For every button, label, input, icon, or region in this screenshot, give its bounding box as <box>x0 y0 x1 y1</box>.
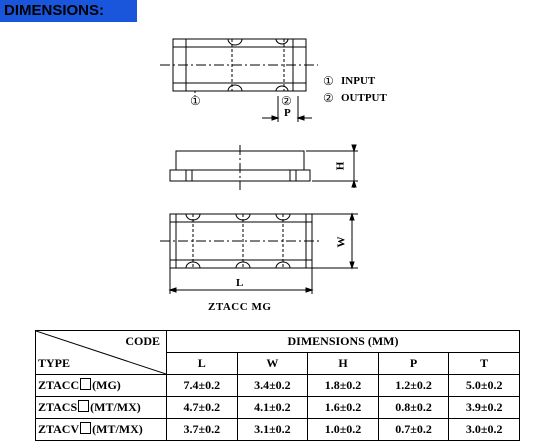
value-cell: 5.0±0.2 <box>448 374 520 397</box>
value-cell: 7.4±0.2 <box>166 374 238 397</box>
table-row: ZTACV(MT/MX) 3.7±0.2 3.1±0.2 1.0±0.2 0.7… <box>35 418 520 441</box>
top-view-drawing <box>160 38 318 122</box>
column-header-t: T <box>448 352 520 375</box>
column-header-h: H <box>307 352 379 375</box>
value-cell: 1.6±0.2 <box>307 396 379 419</box>
bottom-view-drawing <box>160 212 358 294</box>
output-legend-label: OUTPUT <box>341 92 387 104</box>
table-row: ZTACC(MG) 7.4±0.2 3.4±0.2 1.8±0.2 1.2±0.… <box>35 374 520 397</box>
code-placeholder-box <box>80 378 92 390</box>
column-header-l: L <box>166 352 238 375</box>
value-cell: 1.0±0.2 <box>307 418 379 441</box>
output-marker: ② <box>323 91 334 105</box>
value-cell: 3.7±0.2 <box>166 418 238 441</box>
dimensions-table: CODE TYPE DIMENSIONS (MM) L W H P T ZTAC… <box>35 330 520 441</box>
section-header: DIMENSIONS: <box>0 0 137 22</box>
value-cell: 1.2±0.2 <box>377 374 450 397</box>
column-header-w: W <box>236 352 309 375</box>
code-placeholder-box <box>80 422 92 434</box>
value-cell: 3.9±0.2 <box>448 396 520 419</box>
dimensions-header: DIMENSIONS (MM) <box>166 330 520 353</box>
type-cell: ZTACV(MT/MX) <box>35 418 167 441</box>
side-view-drawing <box>169 144 358 190</box>
input-marker: ① <box>323 74 334 88</box>
column-header-p: P <box>377 352 450 375</box>
value-cell: 4.7±0.2 <box>166 396 238 419</box>
diagonal-divider <box>36 331 166 374</box>
code-placeholder-box <box>78 400 90 412</box>
value-cell: 0.8±0.2 <box>377 396 450 419</box>
pin2-marker: ② <box>281 94 292 108</box>
value-cell: 1.8±0.2 <box>307 374 379 397</box>
dimension-drawings <box>160 38 358 294</box>
value-cell: 3.4±0.2 <box>236 374 309 397</box>
type-cell: ZTACS(MT/MX) <box>35 396 167 419</box>
dimension-w-label: W <box>335 236 348 248</box>
table-row: ZTACS(MT/MX) 4.7±0.2 4.1±0.2 1.6±0.2 0.8… <box>35 396 520 419</box>
dimension-l-label: L <box>236 277 244 289</box>
input-legend-label: INPUT <box>341 75 376 87</box>
type-label: TYPE <box>38 356 71 370</box>
drawing-caption: ZTACC MG <box>208 301 272 313</box>
code-label: CODE <box>125 334 160 348</box>
value-cell: 3.1±0.2 <box>236 418 309 441</box>
type-cell: ZTACC(MG) <box>35 374 167 397</box>
value-cell: 3.0±0.2 <box>448 418 520 441</box>
dimension-p-label: P <box>284 107 291 119</box>
pin1-marker: ① <box>190 94 201 108</box>
code-type-header: CODE TYPE <box>35 330 167 375</box>
value-cell: 0.7±0.2 <box>377 418 450 441</box>
value-cell: 4.1±0.2 <box>236 396 309 419</box>
dimension-h-label: H <box>334 161 347 171</box>
